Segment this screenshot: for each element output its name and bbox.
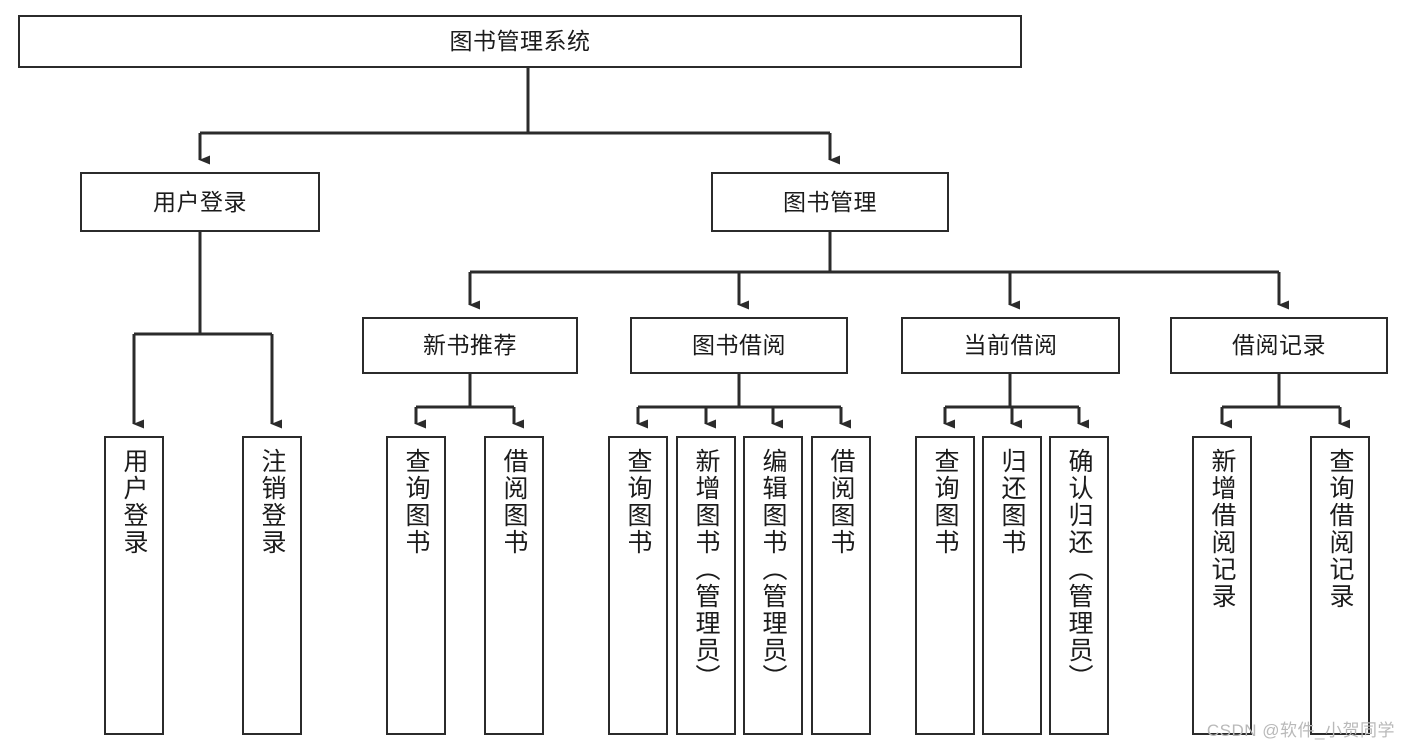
node-new-book-rec[interactable]: 新书推荐	[362, 317, 578, 374]
node-root[interactable]: 图书管理系统	[18, 15, 1022, 68]
node-leaf-user-login[interactable]: 用户登录	[104, 436, 164, 735]
node-book-manage[interactable]: 图书管理	[711, 172, 949, 232]
node-label: 注销登录	[258, 448, 286, 556]
node-book-borrow[interactable]: 图书借阅	[630, 317, 848, 374]
node-leaf-borrow-book-rec[interactable]: 借阅图书	[484, 436, 544, 735]
node-label: 借阅记录	[1232, 332, 1326, 359]
node-leaf-query-book-rec[interactable]: 查询图书	[386, 436, 446, 735]
node-user-login[interactable]: 用户登录	[80, 172, 320, 232]
node-label: 查询图书	[624, 448, 652, 556]
node-leaf-query-book-borrow[interactable]: 查询图书	[608, 436, 668, 735]
node-label: 新增借阅记录	[1208, 448, 1236, 610]
node-leaf-add-borrow-record[interactable]: 新增借阅记录	[1192, 436, 1252, 735]
node-label: 用户登录	[153, 188, 247, 215]
node-label: 图书管理	[783, 188, 877, 215]
node-label: 图书借阅	[692, 332, 786, 359]
node-label: 确认归还（管理员）	[1065, 448, 1093, 691]
node-label: 新增图书（管理员）	[692, 448, 720, 691]
node-label: 图书管理系统	[449, 28, 591, 55]
node-label: 查询图书	[931, 448, 959, 556]
node-label: 当前借阅	[963, 332, 1058, 359]
node-leaf-return-book[interactable]: 归还图书	[982, 436, 1042, 735]
node-label: 编辑图书（管理员）	[759, 448, 787, 691]
node-current-borrow[interactable]: 当前借阅	[901, 317, 1120, 374]
node-leaf-confirm-return-admin[interactable]: 确认归还（管理员）	[1049, 436, 1109, 735]
node-label: 查询图书	[402, 448, 430, 556]
node-label: 查询借阅记录	[1326, 448, 1354, 610]
node-label: 借阅图书	[827, 448, 855, 556]
csdn-watermark: CSDN @软件_小贺同学	[1206, 721, 1395, 740]
node-leaf-logout[interactable]: 注销登录	[242, 436, 302, 735]
node-leaf-borrow-book[interactable]: 借阅图书	[811, 436, 871, 735]
node-label: 新书推荐	[423, 332, 517, 359]
node-leaf-edit-book-admin[interactable]: 编辑图书（管理员）	[743, 436, 803, 735]
node-label: 借阅图书	[500, 448, 528, 556]
node-label: 归还图书	[998, 448, 1026, 556]
node-borrow-record[interactable]: 借阅记录	[1170, 317, 1388, 374]
node-leaf-query-borrow-record[interactable]: 查询借阅记录	[1310, 436, 1370, 735]
node-leaf-add-book-admin[interactable]: 新增图书（管理员）	[676, 436, 736, 735]
node-label: 用户登录	[120, 448, 148, 556]
node-leaf-query-book-current[interactable]: 查询图书	[915, 436, 975, 735]
